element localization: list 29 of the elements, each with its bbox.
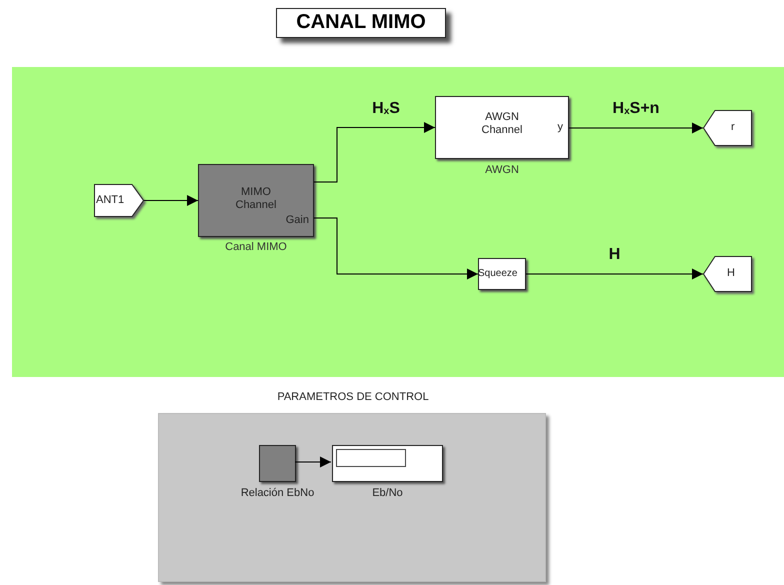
model-area bbox=[12, 67, 784, 377]
block-caption: AWGN bbox=[484, 164, 520, 177]
arrow bbox=[526, 268, 704, 280]
function-block bbox=[478, 258, 526, 290]
function-block bbox=[259, 445, 296, 482]
block-label: r bbox=[731, 121, 735, 134]
arrow bbox=[314, 122, 436, 182]
block-label: ANT1 bbox=[96, 194, 124, 207]
block-label: H bbox=[727, 267, 735, 280]
arrow bbox=[568, 122, 704, 134]
panel-heading: PARAMETROS DE CONTROL bbox=[276, 391, 430, 404]
port-label: Gain bbox=[286, 214, 309, 227]
display-block bbox=[332, 445, 443, 482]
block-label: AWGN Channel bbox=[480, 111, 524, 136]
block-caption: Eb/No bbox=[371, 487, 404, 500]
block-label: Squeeze bbox=[478, 268, 518, 280]
function-block bbox=[435, 96, 569, 159]
arrow bbox=[314, 218, 478, 280]
block-label: MIMO Channel bbox=[234, 186, 278, 212]
arrow bbox=[294, 456, 332, 468]
function-block bbox=[198, 164, 314, 237]
port-label: y bbox=[558, 121, 563, 134]
title-box: CANAL MIMO bbox=[276, 8, 446, 38]
output-port bbox=[703, 110, 752, 146]
arrow bbox=[144, 195, 198, 206]
block-caption: Canal MIMO bbox=[224, 241, 288, 254]
output-port bbox=[703, 256, 752, 292]
block-caption: Relación EbNo bbox=[240, 487, 316, 500]
input-port bbox=[94, 184, 144, 217]
